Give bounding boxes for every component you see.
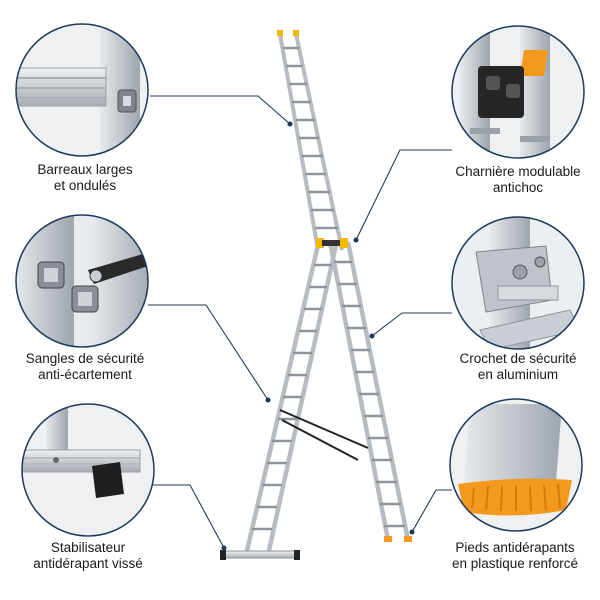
label-hinge-line2: antichoc xyxy=(492,180,544,195)
leader-lines xyxy=(148,95,452,551)
label-rungs-line2: et ondulés xyxy=(53,178,117,193)
label-stabilizer-line1: Stabilisateur xyxy=(50,540,126,555)
label-hook-line1: Crochet de sécurité xyxy=(459,351,577,366)
ladder-left-section xyxy=(220,244,339,560)
label-stabilizer: Stabilisateur antidérapant vissé xyxy=(3,540,173,572)
label-rungs: Barreaux larges et ondulés xyxy=(0,162,170,194)
label-straps: Sangles de sécurité anti-écartement xyxy=(0,351,170,383)
detail-circle-stabilizer xyxy=(21,403,155,537)
ladder-top-section xyxy=(277,30,344,251)
label-feet-line1: Pieds antidérapants xyxy=(455,540,575,555)
ladder-right-section xyxy=(327,241,412,542)
detail-circle-hook xyxy=(451,216,585,350)
label-straps-line1: Sangles de sécurité xyxy=(25,351,145,366)
detail-circle-straps xyxy=(15,214,149,348)
label-rungs-line1: Barreaux larges xyxy=(37,162,133,177)
detail-circle-hinge xyxy=(451,25,585,159)
label-feet-line2: en plastique renforcé xyxy=(451,556,579,571)
label-hinge: Charnière modulable antichoc xyxy=(433,164,600,196)
label-hook-line2: en aluminium xyxy=(477,367,559,382)
label-hook: Crochet de sécurité en aluminium xyxy=(433,351,600,383)
label-stabilizer-line2: antidérapant vissé xyxy=(33,556,143,571)
label-hinge-line1: Charnière modulable xyxy=(455,164,581,179)
detail-circle-rungs xyxy=(15,23,149,157)
label-feet: Pieds antidérapants en plastique renforc… xyxy=(430,540,600,572)
ladder-illustration xyxy=(220,30,412,560)
detail-circle-feet xyxy=(449,398,583,532)
label-straps-line2: anti-écartement xyxy=(38,367,132,382)
